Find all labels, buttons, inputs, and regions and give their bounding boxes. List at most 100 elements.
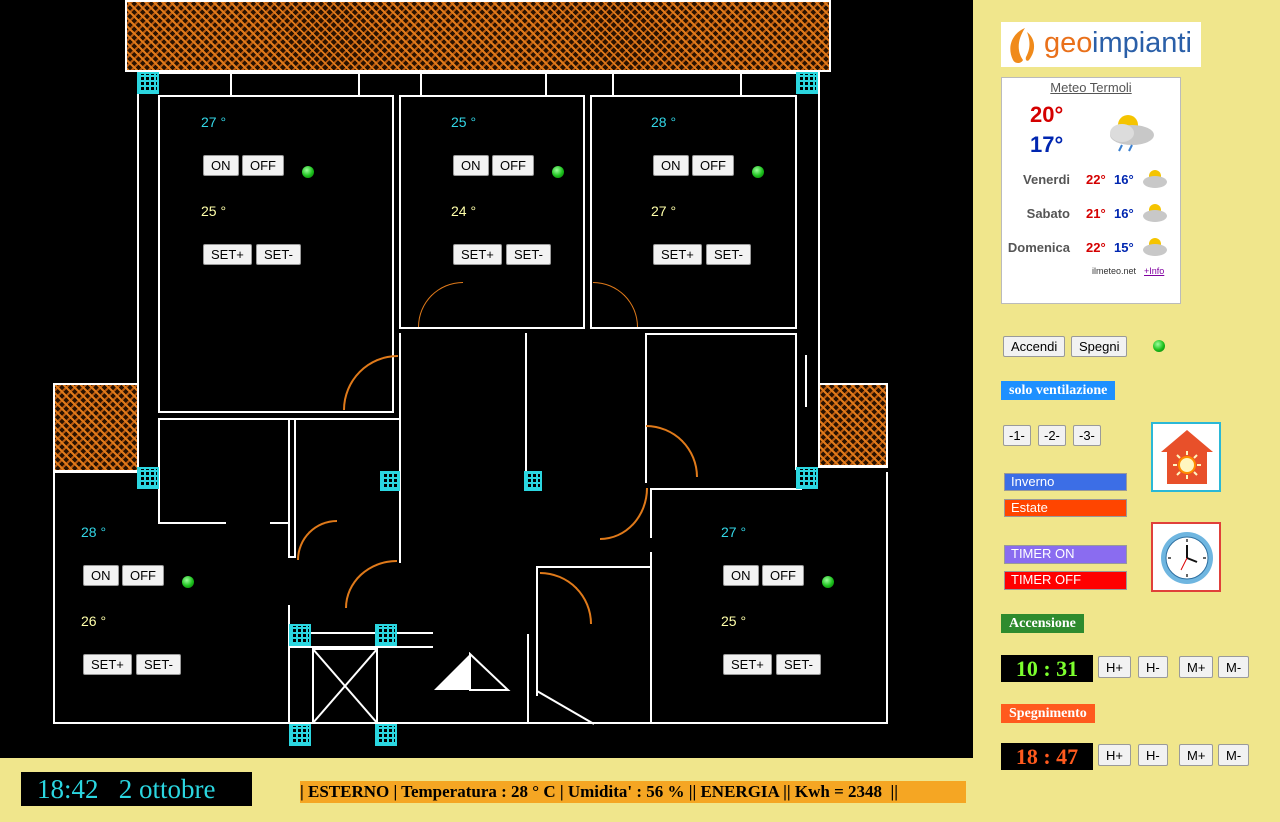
window xyxy=(612,72,614,95)
accensione-minute-minus-button[interactable]: M- xyxy=(1218,656,1250,678)
room-5-setpoint: 25 ° xyxy=(721,613,747,629)
spegnimento-minute-plus-button[interactable]: M+ xyxy=(1179,744,1214,766)
room-3-on-button[interactable]: ON xyxy=(653,155,689,176)
forecast-day-min: 16° xyxy=(1114,206,1134,221)
column xyxy=(375,624,397,646)
fan-speed-2-button[interactable]: -2- xyxy=(1038,425,1066,446)
wall xyxy=(650,488,652,538)
forecast-cloud-sun-icon xyxy=(1143,204,1167,222)
inverno-mode-button[interactable]: Inverno xyxy=(1004,473,1127,491)
wall xyxy=(645,333,797,335)
column xyxy=(289,724,311,746)
room-3-setpoint: 27 ° xyxy=(651,203,677,219)
north-arrow-icon xyxy=(434,652,511,691)
room-4-set-plus-button[interactable]: SET+ xyxy=(83,654,132,675)
clock-display: 18:42 2 ottobre xyxy=(21,772,252,806)
accensione-minute-plus-button[interactable]: M+ xyxy=(1179,656,1214,678)
estate-mode-button[interactable]: Estate xyxy=(1004,499,1127,517)
accensione-hour-plus-button[interactable]: H+ xyxy=(1098,656,1131,678)
weather-widget: Meteo Termoli 20° 17° Venerdi 22° 16° Sa… xyxy=(1001,77,1181,304)
window xyxy=(740,72,742,95)
accensione-title: Accensione xyxy=(1001,614,1084,633)
room-2-off-button[interactable]: OFF xyxy=(492,155,534,176)
room-5-on-button[interactable]: ON xyxy=(723,565,759,586)
timer-on-button[interactable]: TIMER ON xyxy=(1004,545,1127,564)
wall xyxy=(805,355,807,407)
wall xyxy=(53,470,139,472)
weather-cloud-sun-rain-icon xyxy=(1110,115,1154,152)
forecast-day-max: 22° xyxy=(1086,172,1106,187)
spegnimento-time-display: 18 : 47 xyxy=(1001,743,1093,770)
roof-terrace-top xyxy=(125,0,831,72)
weather-info-link[interactable]: +Info xyxy=(1144,266,1165,276)
room-4-set-minus-button[interactable]: SET- xyxy=(136,654,181,675)
logo-text-impianti: impianti xyxy=(1092,27,1192,59)
forecast-day-min: 16° xyxy=(1114,172,1134,187)
room-2-status-led xyxy=(552,166,564,178)
column xyxy=(796,72,818,94)
wall xyxy=(536,566,538,696)
room-5-set-plus-button[interactable]: SET+ xyxy=(723,654,772,675)
room-3-walls xyxy=(590,95,797,329)
spegnimento-hour-plus-button[interactable]: H+ xyxy=(1098,744,1131,766)
system-status-led xyxy=(1153,340,1165,352)
room-1-temperature: 27 ° xyxy=(201,114,227,130)
room-1-off-button[interactable]: OFF xyxy=(242,155,284,176)
forecast-day-max: 21° xyxy=(1086,206,1106,221)
wall xyxy=(270,522,290,524)
room-2-set-minus-button[interactable]: SET- xyxy=(506,244,551,265)
wall xyxy=(288,605,290,724)
room-1-set-plus-button[interactable]: SET+ xyxy=(203,244,252,265)
accensione-hour-minus-button[interactable]: H- xyxy=(1138,656,1168,678)
room-2-set-plus-button[interactable]: SET+ xyxy=(453,244,502,265)
wall-clock-icon xyxy=(1161,532,1213,584)
wall xyxy=(399,333,401,563)
spegnimento-minute-minus-button[interactable]: M- xyxy=(1218,744,1250,766)
column xyxy=(524,471,542,491)
forecast-day-name: Sabato xyxy=(1026,206,1070,221)
forecast-cloud-sun-icon xyxy=(1143,238,1167,256)
wall xyxy=(536,566,650,568)
wall xyxy=(158,418,160,524)
room-1-on-button[interactable]: ON xyxy=(203,155,239,176)
fan-speed-1-button[interactable]: -1- xyxy=(1003,425,1031,446)
column xyxy=(796,467,818,489)
wall xyxy=(650,488,802,490)
spegni-button[interactable]: Spegni xyxy=(1071,336,1128,357)
weather-link[interactable]: Meteo Termoli xyxy=(1050,80,1132,95)
room-3-set-minus-button[interactable]: SET- xyxy=(706,244,751,265)
clock-date: 2 ottobre xyxy=(118,774,216,804)
room-1-status-led xyxy=(302,166,314,178)
room-5-set-minus-button[interactable]: SET- xyxy=(776,654,821,675)
spegnimento-title: Spegnimento xyxy=(1001,704,1095,723)
room-4-on-button[interactable]: ON xyxy=(83,565,119,586)
logo: geo impianti xyxy=(1001,22,1201,67)
window xyxy=(420,72,422,95)
room-3-off-button[interactable]: OFF xyxy=(692,155,734,176)
room-4-temperature: 28 ° xyxy=(81,524,107,540)
room-3-set-plus-button[interactable]: SET+ xyxy=(653,244,702,265)
outer-wall-lower xyxy=(53,472,888,724)
weather-source: ilmeteo.net xyxy=(1092,266,1137,276)
wall xyxy=(158,418,400,420)
lift-shaft xyxy=(312,648,378,724)
column xyxy=(289,624,311,646)
room-4-setpoint: 26 ° xyxy=(81,613,107,629)
room-4-off-button[interactable]: OFF xyxy=(122,565,164,586)
forecast-day-max: 22° xyxy=(1086,240,1106,255)
wall xyxy=(288,632,433,634)
accensione-time-display: 10 : 31 xyxy=(1001,655,1093,682)
status-bar: | ESTERNO | Temperatura : 28 ° C | Umidi… xyxy=(300,781,966,803)
fan-speed-3-button[interactable]: -3- xyxy=(1073,425,1101,446)
room-3-temperature: 28 ° xyxy=(651,114,677,130)
room-1-set-minus-button[interactable]: SET- xyxy=(256,244,301,265)
accendi-button[interactable]: Accendi xyxy=(1003,336,1066,357)
spegnimento-hour-minus-button[interactable]: H- xyxy=(1138,744,1168,766)
room-5-off-button[interactable]: OFF xyxy=(762,565,804,586)
lift-cross xyxy=(312,648,378,724)
timer-off-button[interactable]: TIMER OFF xyxy=(1004,571,1127,590)
room-2-on-button[interactable]: ON xyxy=(453,155,489,176)
weather-max-temp: 20° xyxy=(1030,102,1064,127)
forecast-cloud-sun-icon xyxy=(1143,170,1167,188)
terrace-right xyxy=(818,383,888,467)
